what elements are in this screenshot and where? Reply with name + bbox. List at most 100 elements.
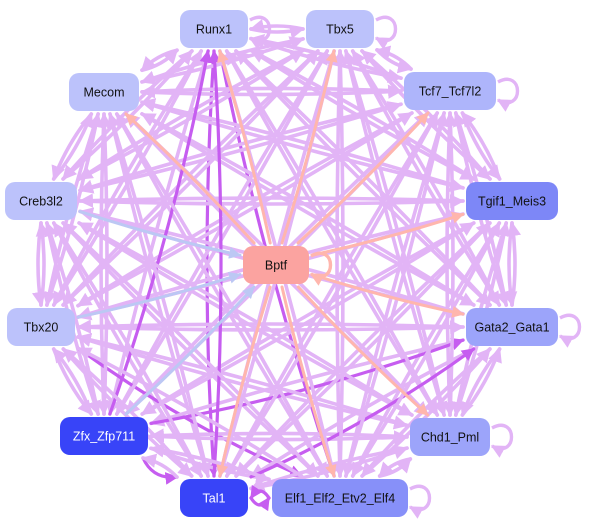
node-box-tbx5 [306, 10, 374, 48]
node-tbx20[interactable]: Tbx20 [7, 308, 75, 346]
self-loops-layer [248, 15, 582, 519]
node-box-gata2 [466, 308, 558, 346]
edge-bptf-to-elf1 [280, 285, 337, 478]
node-label-runx1: Runx1 [196, 23, 232, 37]
edge-elf1-to-creb3l2 [61, 221, 320, 478]
self-loop-runx1 [248, 15, 272, 50]
edge-bptf-to-tal1 [216, 285, 272, 478]
node-gata2[interactable]: Gata2_Gata1 [466, 308, 558, 346]
edge-mecom-to-tcf7 [140, 84, 403, 99]
node-elf1[interactable]: Elf1_Elf2_Etv2_Elf4 [272, 479, 408, 517]
edge-creb3l2-to-bptf [78, 210, 242, 259]
self-loop-elf1 [408, 484, 432, 519]
edge-tal1-to-elf1 [249, 496, 271, 512]
node-label-tgif1: Tgif1_Meis3 [478, 195, 546, 209]
node-box-elf1 [272, 479, 408, 517]
node-tbx5[interactable]: Tbx5 [306, 10, 374, 48]
edge-elf1-to-zfx [149, 443, 271, 482]
node-label-chd1: Chd1_Pml [421, 431, 479, 445]
edge-bptf-to-tbx5 [280, 49, 338, 245]
edge-tgif1-to-gata2 [503, 221, 518, 307]
node-label-creb3l2: Creb3l2 [19, 195, 63, 209]
edges-layer [32, 19, 521, 512]
node-label-tcf7: Tcf7_Tcf7l2 [419, 85, 482, 99]
edge-creb3l2-to-tbx20 [32, 221, 47, 307]
node-label-mecom: Mecom [84, 86, 125, 100]
edge-elf1-to-tgif1 [350, 221, 502, 478]
node-chd1[interactable]: Chd1_Pml [410, 418, 490, 456]
edge-tcf7-to-mecom [140, 84, 403, 99]
node-box-mecom [69, 73, 139, 111]
node-label-tbx20: Tbx20 [24, 321, 59, 335]
edge-elf1-to-tbx20 [76, 346, 304, 478]
node-label-tbx5: Tbx5 [326, 23, 354, 37]
node-box-tbx20 [7, 308, 75, 346]
edge-creb3l2-to-elf1 [61, 221, 320, 478]
edge-zfx-to-runx1 [108, 49, 213, 416]
edge-chd1-to-runx1 [224, 49, 440, 417]
edge-zfx-to-creb3l2 [44, 221, 100, 416]
edge-zfx-to-tbx20 [51, 347, 94, 416]
edge-elf1-to-tal1 [249, 484, 271, 500]
node-label-bptf: Bptf [265, 259, 288, 273]
node-tal1[interactable]: Tal1 [180, 479, 248, 517]
node-box-runx1 [180, 10, 248, 48]
node-box-tcf7 [404, 72, 496, 110]
node-creb3l2[interactable]: Creb3l2 [5, 182, 77, 220]
node-box-creb3l2 [5, 182, 77, 220]
edge-elf1-to-chd1 [377, 457, 413, 478]
self-loop-bptf [309, 251, 333, 286]
edge-tal1-to-mecom [106, 112, 210, 478]
edge-runx1-to-gata2 [234, 49, 492, 307]
edge-bptf-to-runx1 [217, 49, 272, 245]
edge-bptf-to-mecom [124, 112, 256, 245]
self-loop-chd1 [490, 423, 514, 458]
edge-creb3l2-to-tcf7 [78, 101, 403, 193]
edge-runx1-to-zfx [105, 49, 210, 416]
edge-zfx-to-bptf [124, 285, 256, 416]
node-box-bptf [243, 246, 309, 284]
edge-tbx5-to-runx1 [249, 19, 305, 34]
edge-elf1-to-tcf7 [344, 111, 449, 478]
node-tgif1[interactable]: Tgif1_Meis3 [466, 182, 558, 220]
node-label-gata2: Gata2_Gata1 [474, 321, 549, 335]
edge-runx1-to-tbx5 [249, 24, 305, 39]
node-box-tgif1 [466, 182, 558, 220]
node-box-zfx [60, 417, 148, 455]
edge-tal1-to-tcf7 [225, 111, 439, 478]
node-tcf7[interactable]: Tcf7_Tcf7l2 [404, 72, 496, 110]
node-mecom[interactable]: Mecom [69, 73, 139, 111]
edge-mecom-to-runx1 [140, 48, 179, 72]
edge-creb3l2-to-tbx5 [77, 48, 305, 181]
edge-tcf7-to-creb3l2 [78, 102, 403, 194]
node-label-tal1: Tal1 [203, 492, 226, 506]
node-bptf[interactable]: Bptf [243, 246, 309, 284]
edge-tgif1-to-tcf7 [460, 111, 502, 181]
node-zfx[interactable]: Zfx_Zfp711 [60, 417, 148, 455]
edge-tgif1-to-mecom [140, 98, 465, 190]
edge-elf1-to-mecom [115, 112, 329, 478]
self-loop-gata2 [558, 313, 582, 348]
edge-tal1-to-runx1 [208, 49, 223, 478]
edge-zfx-to-tbx5 [115, 49, 329, 416]
edge-runx1-to-chd1 [224, 49, 440, 417]
edge-elf1-to-tbx5 [333, 49, 348, 478]
self-loop-tbx5 [374, 15, 398, 50]
edge-chd1-to-tbx5 [342, 49, 446, 417]
node-runx1[interactable]: Runx1 [180, 10, 248, 48]
self-loop-tcf7 [496, 77, 520, 112]
edge-chd1-to-gata2 [460, 347, 502, 417]
node-label-elf1: Elf1_Elf2_Etv2_Elf4 [285, 492, 396, 506]
node-box-chd1 [410, 418, 490, 456]
edge-tcf7-to-tbx5 [375, 45, 413, 71]
edge-tal1-to-creb3l2 [52, 221, 203, 478]
edge-tbx20-to-bptf [76, 272, 242, 319]
edge-tcf7-to-tal1 [225, 111, 439, 478]
edge-tbx20-to-creb3l2 [35, 221, 50, 307]
edge-bptf-to-gata2 [310, 273, 465, 318]
edge-bptf-to-tgif1 [310, 211, 465, 257]
edge-tal1-to-zfx [141, 453, 179, 479]
edge-tal1-to-tgif1 [234, 221, 492, 478]
